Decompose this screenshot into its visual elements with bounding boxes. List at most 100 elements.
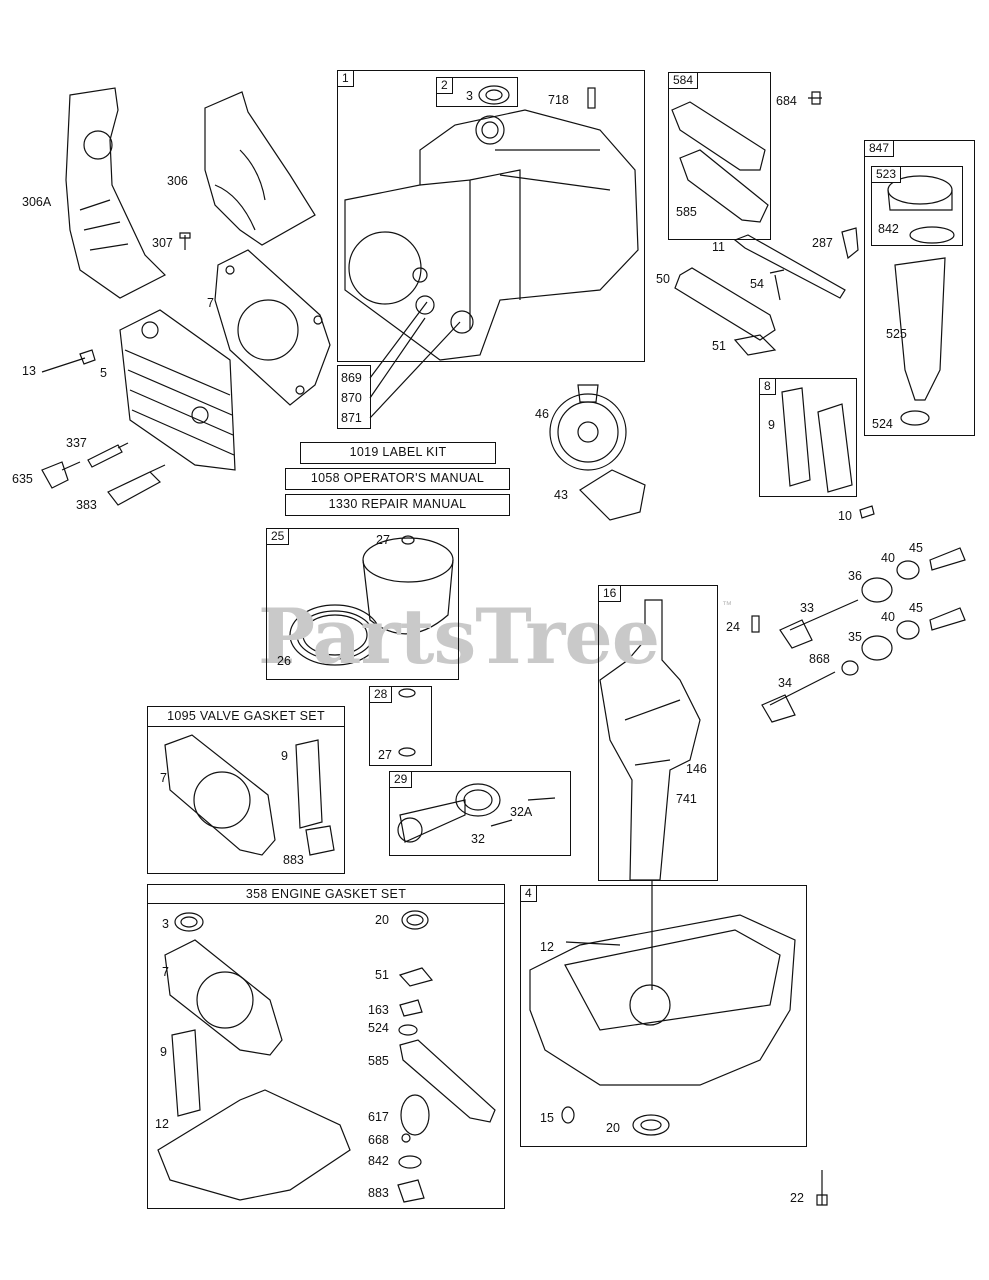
box-2-tag: 2 [436, 77, 453, 94]
screw-54-shape [769, 269, 785, 301]
callout-871[interactable]: 871 [341, 411, 362, 425]
terminal-635-shape [41, 461, 81, 489]
callout-46[interactable]: 46 [535, 407, 549, 421]
screw-307-shape [179, 232, 191, 250]
callout-842-dipstick[interactable]: 842 [878, 222, 899, 236]
box-4-tag: 4 [520, 885, 537, 902]
box-16-tag: 16 [598, 585, 622, 602]
dipstick-tube-11-shape [733, 234, 846, 299]
callout-306a[interactable]: 306A [22, 195, 52, 209]
callout-163[interactable]: 163 [368, 1003, 389, 1017]
callout-27-clip[interactable]: 27 [378, 748, 392, 762]
engine-gasket-set-parts-shape [157, 910, 496, 1203]
tube-50-shape [674, 267, 776, 341]
callout-43[interactable]: 43 [554, 488, 568, 502]
callout-7-engine-set[interactable]: 7 [162, 965, 169, 979]
screw-684-shape [808, 91, 822, 105]
label-kit-link[interactable]: 1019 LABEL KIT [300, 442, 496, 464]
callout-45-lower[interactable]: 45 [909, 601, 923, 615]
cam-gear-46-shape [549, 384, 627, 471]
box-28-tag: 28 [369, 686, 393, 703]
callout-32a[interactable]: 32A [510, 805, 533, 819]
dipstick-assembly-847-shape [887, 175, 955, 426]
callout-10[interactable]: 10 [838, 509, 852, 523]
callout-54[interactable]: 54 [750, 277, 764, 291]
callout-15[interactable]: 15 [540, 1111, 554, 1125]
callout-20-engine-set[interactable]: 20 [375, 913, 389, 927]
callout-306[interactable]: 306 [167, 174, 188, 188]
box-8-tag: 8 [759, 378, 776, 395]
shroud-306-shape [204, 91, 316, 246]
callout-337[interactable]: 337 [66, 436, 87, 450]
callout-9-cover[interactable]: 9 [768, 418, 775, 432]
callout-7-head[interactable]: 7 [207, 296, 214, 310]
leader-lines-869-871 [369, 301, 461, 419]
callout-9-valve-set[interactable]: 9 [281, 749, 288, 763]
callout-870[interactable]: 870 [341, 391, 362, 405]
valve-gasket-set-title: 1095 VALVE GASKET SET [167, 709, 325, 723]
callout-146[interactable]: 146 [686, 762, 707, 776]
callout-50[interactable]: 50 [656, 272, 670, 286]
callout-883-engine-set[interactable]: 883 [368, 1186, 389, 1200]
callout-34[interactable]: 34 [778, 676, 792, 690]
callout-718[interactable]: 718 [548, 93, 569, 107]
callout-842-engine-set[interactable]: 842 [368, 1154, 389, 1168]
repair-manual-link[interactable]: 1330 REPAIR MANUAL [285, 494, 510, 516]
callout-585-breather[interactable]: 585 [676, 205, 697, 219]
operators-manual-link[interactable]: 1058 OPERATOR'S MANUAL [285, 468, 510, 490]
callout-24[interactable]: 24 [726, 620, 740, 634]
valve-gasket-set-divider [147, 726, 345, 727]
callout-35[interactable]: 35 [848, 630, 862, 644]
callout-51-engine-set[interactable]: 51 [375, 968, 389, 982]
callout-3-seal[interactable]: 3 [466, 89, 473, 103]
callout-51[interactable]: 51 [712, 339, 726, 353]
callout-7-valve-set[interactable]: 7 [160, 771, 167, 785]
callout-32[interactable]: 32 [471, 832, 485, 846]
box-28-frame [369, 686, 432, 766]
callout-287[interactable]: 287 [812, 236, 833, 250]
callout-524-engine-set[interactable]: 524 [368, 1021, 389, 1035]
callout-617[interactable]: 617 [368, 1110, 389, 1124]
callout-20-sump[interactable]: 20 [606, 1121, 620, 1135]
callout-11[interactable]: 11 [712, 240, 725, 254]
callout-868[interactable]: 868 [809, 652, 830, 666]
valve-gasket-set-parts-shape [164, 734, 335, 856]
callout-883-valve-set[interactable]: 883 [283, 853, 304, 867]
box-25-frame [266, 528, 459, 680]
engine-gasket-set-divider [147, 903, 505, 904]
callout-12-engine-set[interactable]: 12 [155, 1117, 169, 1131]
bolt-22-shape [816, 1170, 828, 1206]
callout-12-sump[interactable]: 12 [540, 940, 554, 954]
callout-383[interactable]: 383 [76, 498, 97, 512]
callout-40-upper[interactable]: 40 [881, 551, 895, 565]
callout-36[interactable]: 36 [848, 569, 862, 583]
callout-668[interactable]: 668 [368, 1133, 389, 1147]
callout-9-engine-set[interactable]: 9 [160, 1045, 167, 1059]
box-4-frame [520, 885, 807, 1147]
callout-27-piston[interactable]: 27 [376, 533, 390, 547]
callout-684[interactable]: 684 [776, 94, 797, 108]
callout-40-lower[interactable]: 40 [881, 610, 895, 624]
callout-22[interactable]: 22 [790, 1191, 804, 1205]
callout-741[interactable]: 741 [676, 792, 697, 806]
callout-26[interactable]: 26 [277, 654, 291, 668]
callout-33[interactable]: 33 [800, 601, 814, 615]
callout-525[interactable]: 525 [886, 327, 907, 341]
box-1-frame [337, 70, 645, 362]
callout-869[interactable]: 869 [341, 371, 362, 385]
callout-307[interactable]: 307 [152, 236, 173, 250]
valve-gasket-set-frame [147, 706, 345, 874]
callout-3-engine-set[interactable]: 3 [162, 917, 169, 931]
box-523-tag: 523 [871, 166, 902, 183]
callout-5[interactable]: 5 [100, 366, 107, 380]
box-29-frame [389, 771, 571, 856]
box-16-frame [598, 585, 718, 881]
callout-45-upper[interactable]: 45 [909, 541, 923, 555]
callout-13[interactable]: 13 [22, 364, 36, 378]
engine-gasket-set-title: 358 ENGINE GASKET SET [245, 887, 407, 901]
callout-635[interactable]: 635 [12, 472, 33, 486]
callout-585-engine-set[interactable]: 585 [368, 1054, 389, 1068]
watermark-tm: ™ [722, 600, 732, 611]
breather-gasket-584-shape [671, 101, 769, 223]
callout-524-dipstick[interactable]: 524 [872, 417, 893, 431]
